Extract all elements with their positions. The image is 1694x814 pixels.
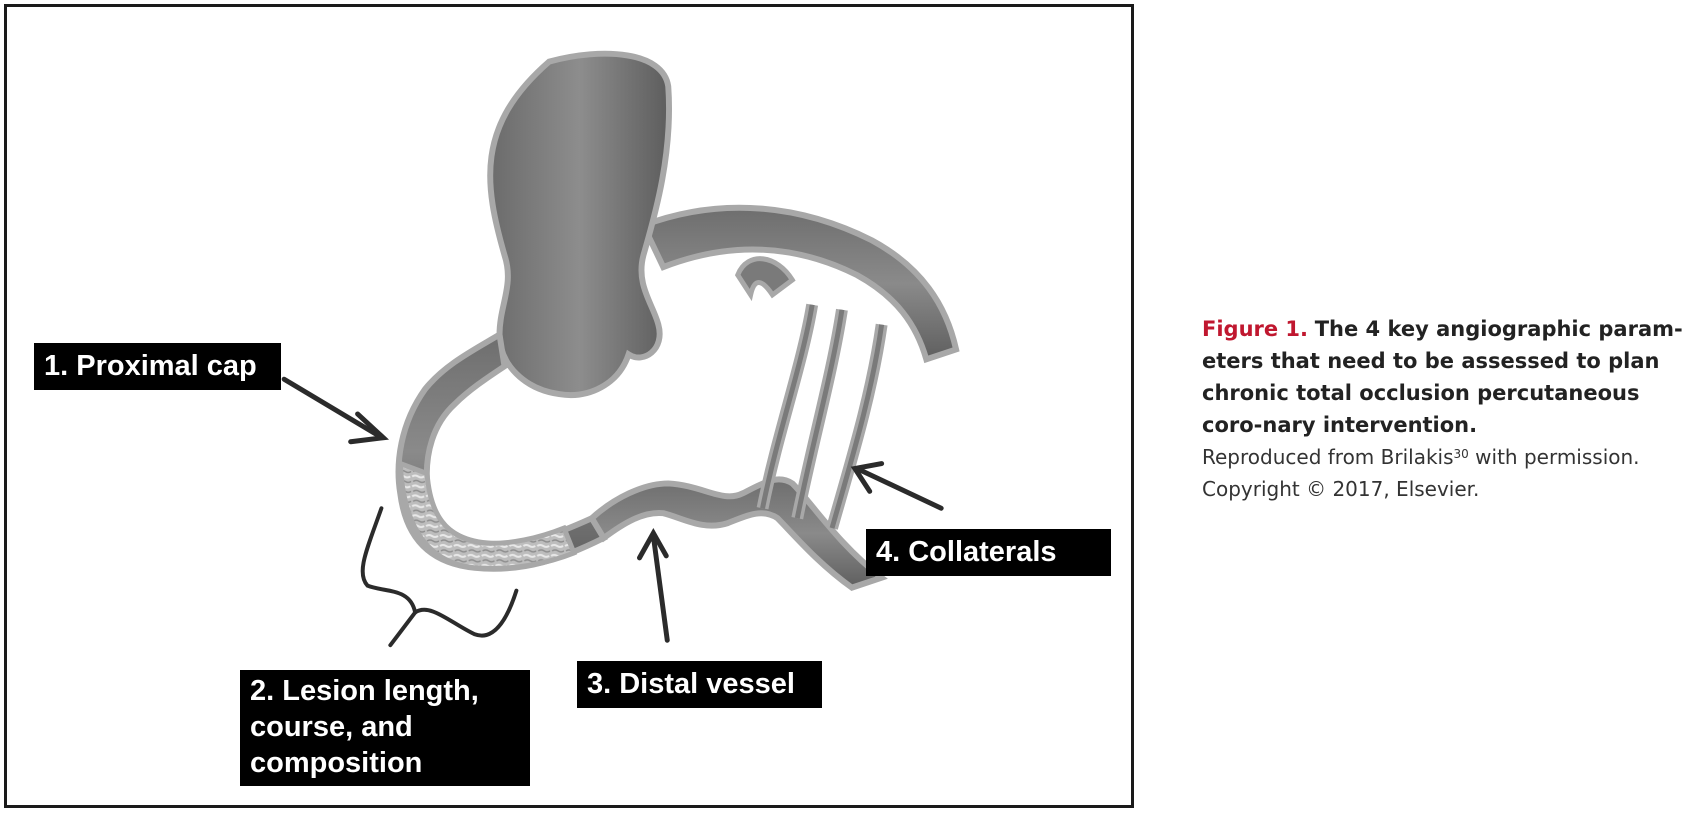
- callout-lesion-line2: course, and: [250, 711, 413, 743]
- caption-figure-label: Figure 1.: [1202, 317, 1309, 341]
- callout-proximal-cap: 1. Proximal cap: [34, 343, 281, 390]
- distal-vessel: [588, 476, 888, 591]
- arrow-distal-vessel: [636, 527, 670, 643]
- caption-reference: 30: [1453, 447, 1469, 461]
- occlusion-segment: [397, 459, 578, 571]
- caption-copyright: Copyright © 2017, Elsevier.: [1202, 477, 1480, 501]
- callout-lesion-line1: 2. Lesion length,: [250, 675, 479, 707]
- callout-lesion-line3: composition: [250, 747, 423, 779]
- caption-title: The 4 key angiographic param-eters that …: [1202, 317, 1683, 437]
- upper-branch-vessel: [639, 204, 960, 364]
- branch-hook: [734, 256, 796, 302]
- arrow-collaterals: [850, 461, 944, 511]
- callout-lesion: 2. Lesion length, course, and compositio…: [240, 670, 530, 786]
- figure-frame: 1. Proximal cap 2. Lesion length, course…: [4, 4, 1134, 808]
- callout-collaterals: 4. Collaterals: [866, 529, 1111, 576]
- caption-heading: Figure 1. The 4 key angiographic param-e…: [1202, 313, 1687, 441]
- callout-collaterals-text: 4. Collaterals: [876, 536, 1057, 568]
- callout-distal-vessel: 3. Distal vessel: [577, 661, 822, 708]
- left-curve-vessel: [395, 329, 608, 572]
- arrow-proximal-cap: [281, 376, 390, 445]
- lesion-bracket-stem: [388, 610, 418, 648]
- caption-source-suffix: with permission.: [1468, 445, 1640, 469]
- callout-proximal-cap-text: 1. Proximal cap: [44, 350, 257, 382]
- caption-source-prefix: Reproduced from Brilakis: [1202, 445, 1454, 469]
- caption-source: Reproduced from Brilakis30 with permissi…: [1202, 441, 1687, 473]
- main-trunk: [487, 50, 672, 398]
- vessel-illustration: [281, 50, 960, 648]
- callout-distal-vessel-text: 3. Distal vessel: [587, 668, 795, 700]
- figure-caption: Figure 1. The 4 key angiographic param-e…: [1202, 313, 1687, 505]
